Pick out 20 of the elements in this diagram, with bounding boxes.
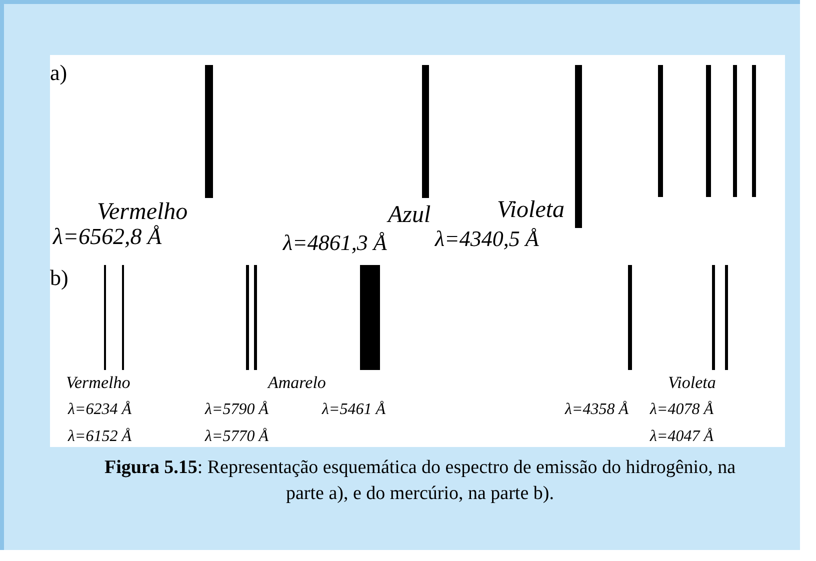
color-label: Azul	[388, 203, 431, 227]
wavelength-label: λ=4047 Å	[650, 429, 714, 445]
color-label: Vermelho	[97, 200, 188, 224]
wavelength-label: λ=5770 Å	[205, 429, 268, 445]
wavelength-label: λ=4340,5 Å	[435, 228, 539, 250]
part-label: a)	[50, 62, 68, 84]
wavelength-label: λ=4861,3 Å	[283, 232, 387, 254]
color-label: Vermelho	[66, 374, 130, 391]
color-label: Violeta	[668, 374, 716, 391]
wavelength-label: λ=6234 Å	[68, 402, 132, 418]
color-label: Amarelo	[268, 374, 326, 391]
wavelength-label: λ=4358 Å	[565, 402, 628, 418]
wavelength-label: λ=4078 Å	[650, 402, 714, 418]
color-label: Violeta	[497, 198, 565, 222]
figure-caption: Figura 5.15: Representação esquemática do espectro de emissão do hidrogênio, na parte a), e do mercúrio, na parte b).	[103, 456, 737, 506]
wavelength-label: λ=6562,8 Å	[53, 225, 162, 248]
wavelength-label: λ=6152 Å	[68, 429, 132, 445]
wavelength-label: λ=5790 Å	[205, 402, 268, 418]
part-label: b)	[50, 267, 68, 289]
wavelength-label: λ=5461 Å	[322, 402, 386, 418]
